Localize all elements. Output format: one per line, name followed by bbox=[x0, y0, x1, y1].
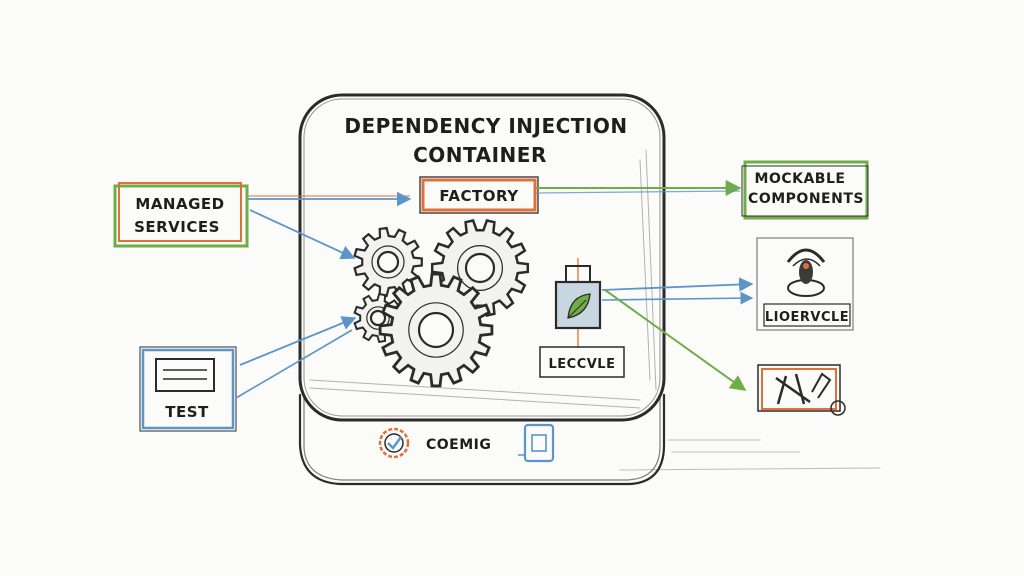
factory-box[interactable]: FACTORY bbox=[419, 176, 539, 214]
config-label: COEMIG bbox=[426, 437, 491, 453]
managed-services-line2: SERVICES bbox=[134, 218, 220, 236]
tools-box[interactable] bbox=[757, 364, 846, 416]
factory-label: FACTORY bbox=[439, 187, 519, 205]
mockable-line2: COMPONENTS bbox=[748, 191, 864, 207]
gear-hub bbox=[376, 250, 400, 274]
config-gear-icon bbox=[378, 427, 410, 459]
gear-hub bbox=[464, 252, 496, 284]
mockable-components-box[interactable]: MOCKABLE COMPONENTS bbox=[741, 160, 869, 220]
gear-hub bbox=[369, 309, 387, 327]
gear-hub bbox=[408, 302, 464, 358]
gear-hub bbox=[371, 245, 405, 279]
leaf-icon bbox=[567, 293, 591, 319]
gear-icon bbox=[353, 219, 530, 388]
managed-services-line1: MANAGED bbox=[135, 195, 224, 213]
lock-icon bbox=[786, 248, 826, 297]
tools-icon bbox=[775, 372, 832, 405]
managed-services-box[interactable]: MANAGED SERVICES bbox=[113, 182, 249, 248]
mockable-line1: MOCKABLE bbox=[755, 171, 846, 187]
lifecycle-component[interactable]: LECCVLE bbox=[539, 258, 625, 378]
test-box[interactable]: TEST bbox=[139, 346, 237, 432]
connector-arrows bbox=[235, 180, 754, 399]
gear-hub bbox=[417, 311, 455, 349]
gear-hub bbox=[457, 245, 504, 292]
di-container bbox=[298, 93, 881, 486]
gear-hub bbox=[366, 306, 390, 330]
lifecycle-outer-label: LIOERVCLE bbox=[765, 310, 849, 325]
test-label: TEST bbox=[165, 403, 209, 421]
lifecycle-inner-label: LECCVLE bbox=[549, 357, 616, 372]
container-title-line2: CONTAINER bbox=[413, 143, 547, 167]
lifecycle-outer-box[interactable]: LIOERVCLE bbox=[756, 237, 854, 331]
document-icon bbox=[155, 358, 215, 392]
config-module-icon bbox=[518, 423, 555, 463]
container-title-line1: DEPENDENCY INJECTION bbox=[344, 114, 627, 138]
